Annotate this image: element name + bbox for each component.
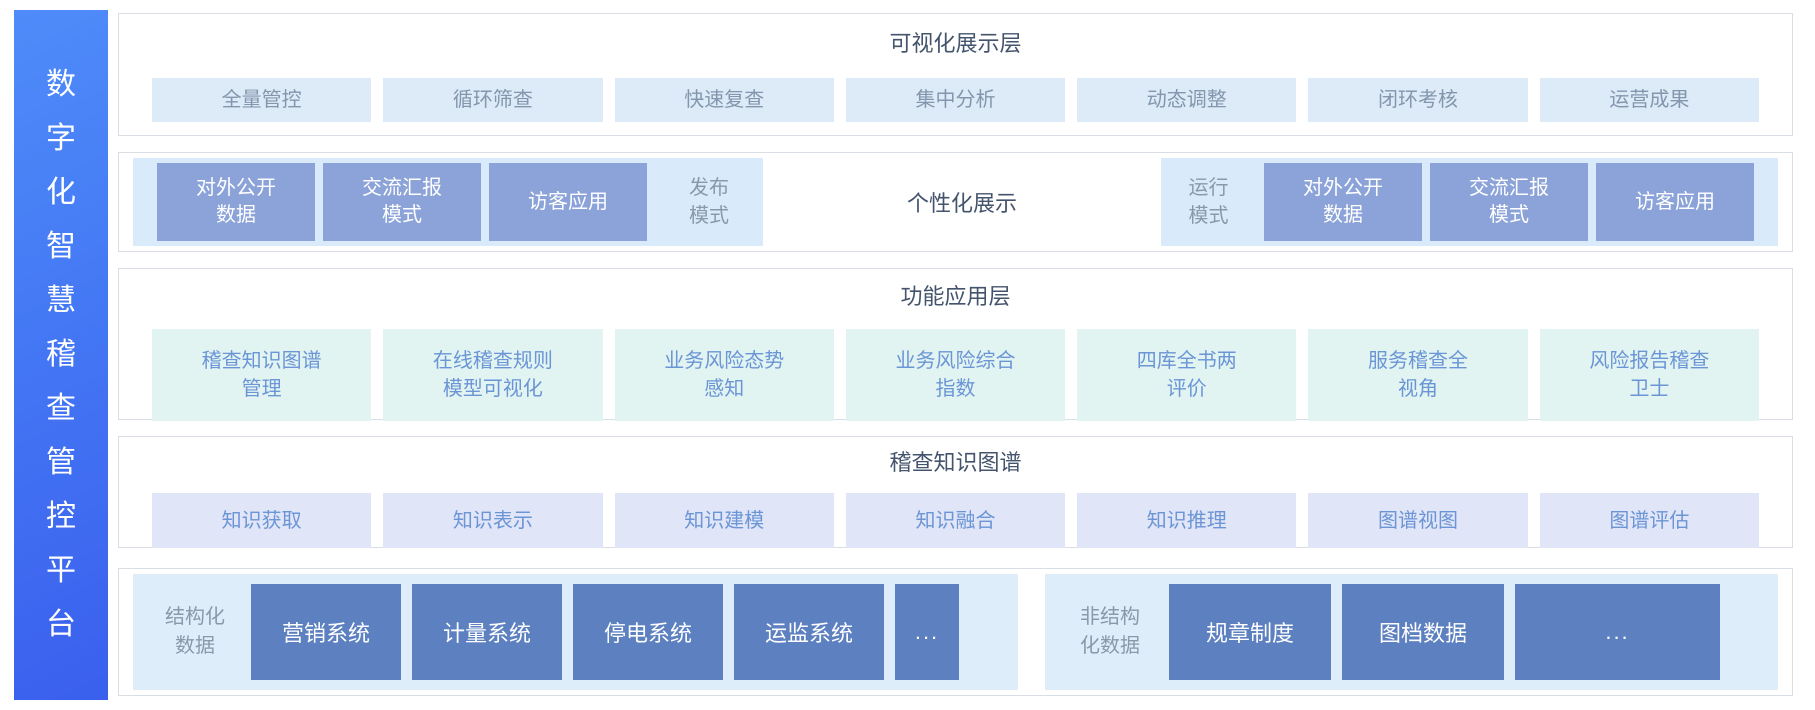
function-item: 业务风险综合 指数 [845,329,1066,421]
platform-title-char: 智 [46,230,76,263]
display-mode-layer: 对外公开 数据 交流汇报 模式 访客应用 发布 模式 个性化展示 运行 模式 对… [118,152,1793,252]
visual-item: 快速复查 [614,78,834,122]
publish-mode-label: 发布 模式 [689,177,729,227]
visual-item: 运营成果 [1539,78,1759,122]
function-item: 稽查知识图谱 管理 [152,329,372,421]
knowledge-item: 知识获取 [152,493,372,548]
structured-system-box: 停电系统 [573,584,723,680]
knowledge-graph-layer: 稽查知识图谱 知识获取 知识表示 知识建模 知识融合 知识推理 图谱视图 图谱评… [118,436,1793,548]
function-layer-title: 功能应用层 [900,284,1011,309]
structured-system-box: 计量系统 [412,584,562,680]
visual-display-layer: 可视化展示层 全量管控 循环筛查 快速复查 集中分析 动态调整 闭环考核 运营成… [118,13,1793,136]
visual-item: 动态调整 [1077,78,1297,122]
mode-box: 对外公开 数据 [1264,163,1422,241]
knowledge-item: 知识表示 [383,493,603,548]
mode-box: 对外公开 数据 [157,163,315,241]
structured-more-box: ... [895,584,959,680]
unstructured-more-box: ... [1515,584,1720,680]
mode-box: 交流汇报 模式 [1430,163,1588,241]
platform-title-char: 管 [46,446,76,479]
knowledge-item: 图谱视图 [1308,493,1528,548]
visual-item: 闭环考核 [1308,78,1528,122]
mode-box: 交流汇报 模式 [323,163,481,241]
unstructured-doc-box: 图档数据 [1342,584,1504,680]
knowledge-item: 知识融合 [845,493,1066,548]
publish-mode-group: 对外公开 数据 交流汇报 模式 访客应用 发布 模式 [133,158,763,246]
platform-title-char: 查 [46,392,76,425]
function-item: 四库全书两 评价 [1077,329,1297,421]
unstructured-doc-box: 规章制度 [1169,584,1331,680]
platform-title-char: 控 [46,500,76,533]
function-item: 业务风险态势 感知 [614,329,834,421]
visual-layer-items: 全量管控 循环筛查 快速复查 集中分析 动态调整 闭环考核 运营成果 [119,78,1792,122]
mode-box: 访客应用 [489,163,647,241]
structured-system-box: 运监系统 [734,584,884,680]
knowledge-item: 知识建模 [614,493,834,548]
platform-title-char: 化 [46,176,76,209]
function-item: 服务稽查全 视角 [1308,329,1528,421]
structured-system-box: 营销系统 [251,584,401,680]
knowledge-layer-items: 知识获取 知识表示 知识建模 知识融合 知识推理 图谱视图 图谱评估 [119,493,1792,548]
visual-item: 集中分析 [845,78,1066,122]
function-item: 在线稽查规则 模型可视化 [383,329,603,421]
platform-title-char: 慧 [46,284,76,317]
platform-title-char: 平 [46,554,76,587]
structured-data-label: 结构化 数据 [165,606,225,657]
function-item: 风险报告稽查 卫士 [1539,329,1759,421]
data-source-layer: 结构化 数据 营销系统 计量系统 停电系统 运监系统 ... 非结构 化数据 规… [118,568,1793,696]
visual-item: 循环筛查 [383,78,603,122]
platform-title-char: 稽 [46,338,76,371]
knowledge-item: 图谱评估 [1539,493,1759,548]
run-mode-group: 运行 模式 对外公开 数据 交流汇报 模式 访客应用 [1161,158,1778,246]
knowledge-item: 知识推理 [1077,493,1297,548]
run-mode-label: 运行 模式 [1188,177,1229,227]
platform-title-char: 字 [46,122,76,155]
unstructured-data-group: 非结构 化数据 规章制度 图档数据 ... [1045,574,1778,690]
function-application-layer: 功能应用层 稽查知识图谱 管理 在线稽查规则 模型可视化 业务风险态势 感知 业… [118,268,1793,421]
structured-data-group: 结构化 数据 营销系统 计量系统 停电系统 运监系统 ... [133,574,1018,690]
function-layer-items: 稽查知识图谱 管理 在线稽查规则 模型可视化 业务风险态势 感知 业务风险综合 … [119,329,1792,421]
knowledge-layer-title: 稽查知识图谱 [889,450,1022,475]
visual-layer-title: 可视化展示层 [889,31,1022,56]
unstructured-data-label: 非结构 化数据 [1080,606,1140,657]
platform-title-bar: 数字化智慧稽查管控平台 [14,10,108,700]
mode-box: 访客应用 [1596,163,1754,241]
platform-title-char: 台 [46,608,76,641]
visual-item: 全量管控 [152,78,372,122]
personalized-display-label: 个性化展示 [906,191,1017,216]
platform-title-char: 数 [46,68,76,101]
